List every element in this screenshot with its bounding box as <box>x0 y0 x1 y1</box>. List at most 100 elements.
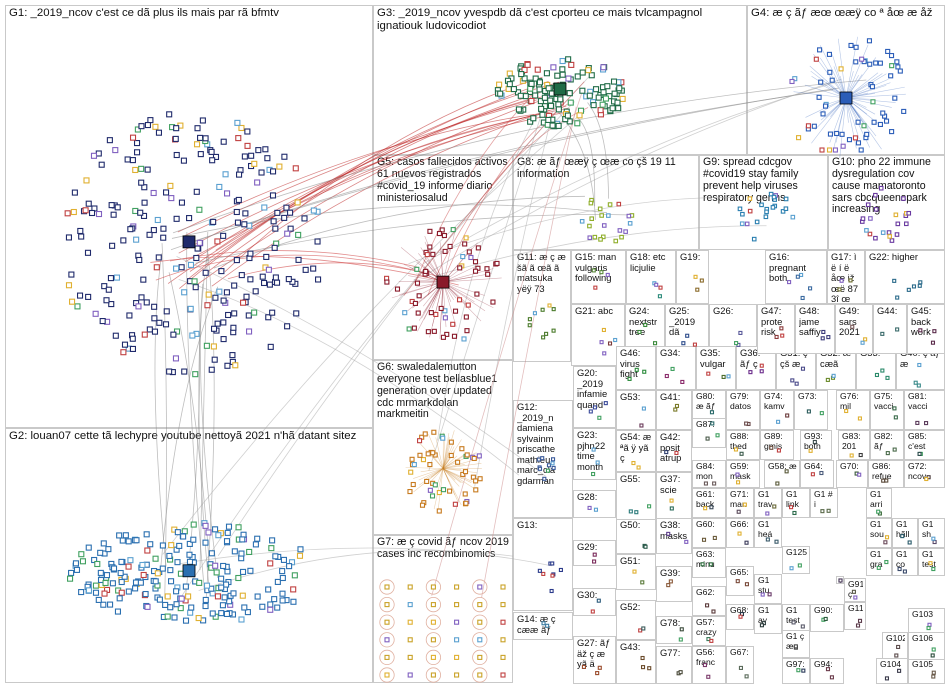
cluster-label: G66: <box>730 520 751 530</box>
cluster-label: G2: louan07 cette tã lechypre youtube ne… <box>9 430 370 443</box>
cluster-label: G88: thed <box>730 432 757 451</box>
cluster-label: G1 sh <box>922 520 942 539</box>
cluster-label: G49: sars 2021 <box>839 306 870 338</box>
cluster-box-g29: G29: <box>573 540 616 566</box>
cluster-label: G51: <box>620 556 653 567</box>
cluster-label: G89: gmis <box>764 432 791 451</box>
cluster-box-g86: G86: refue <box>868 460 904 488</box>
cluster-label: G25: _2019 dã <box>669 306 706 338</box>
cluster-box-g89: G89: gmis <box>760 430 794 460</box>
cluster-box-g56: G56: franc <box>692 646 726 684</box>
cluster-label: G87: <box>696 420 723 430</box>
cluster-box-g90: G90: <box>810 604 844 632</box>
cluster-label: G1 stu <box>758 576 779 595</box>
cluster-box-g91: G91: ç <box>844 578 866 602</box>
cluster-label: G30: <box>577 590 613 601</box>
cluster-box-g45: G45: back work <box>907 304 945 354</box>
cluster-box-g43: G43: <box>616 640 656 684</box>
cluster-box-g78: G78: <box>656 616 692 644</box>
cluster-label: G64: <box>804 462 831 472</box>
cluster-label: G12: _2019_n damiena sylvainm priscathe … <box>517 402 570 486</box>
cluster-box-g88: G88: thed <box>726 430 760 460</box>
cluster-box-g28: G28: <box>573 490 616 518</box>
cluster-label: G74: kamv <box>764 392 791 411</box>
cluster-label: G86: refue <box>872 462 901 481</box>
cluster-box-g1x7: G1 trav <box>754 488 782 518</box>
cluster-box-g76: G76: mil <box>836 390 870 430</box>
cluster-label: G44: <box>877 306 904 317</box>
cluster-label: G28: <box>577 492 613 503</box>
cluster-label: G1 trav <box>758 490 779 509</box>
cluster-label: G78: <box>660 618 689 629</box>
cluster-label: G57: crazy <box>696 618 723 637</box>
cluster-label: G102 <box>886 634 905 644</box>
cluster-box-g4: G4: æ ç ãƒ æœ œæÿ co ª åœ æ åž <box>747 5 945 155</box>
cluster-label: G1 hãll <box>896 520 915 539</box>
cluster-box-g84: G84: mon <box>692 460 726 488</box>
cluster-label: G54: æ ªã ÿ yã ç <box>620 432 653 464</box>
cluster-box-g61: G61: back <box>692 488 726 518</box>
cluster-label: G93: both <box>804 432 829 451</box>
cluster-box-g53: G53: <box>616 390 656 430</box>
cluster-label: G55: <box>620 474 653 485</box>
cluster-box-g6: G6: swaledalemutton everyone test bellas… <box>373 360 513 535</box>
cluster-box-g51: G51: <box>616 554 656 590</box>
cluster-label: G42: posit atrup <box>660 432 689 464</box>
cluster-label: G1 ay <box>758 606 779 625</box>
cluster-label: G106 <box>912 634 942 644</box>
cluster-label: G1 test <box>922 550 942 569</box>
cluster-box-g47: G47: prote risk <box>757 304 795 354</box>
cluster-label: G104 <box>880 660 905 670</box>
cluster-label: G63: minu <box>696 550 723 569</box>
cluster-box-g104: G104 <box>876 658 908 684</box>
cluster-box-g77: G77: <box>656 646 692 684</box>
cluster-box-g71: G71: man <box>726 488 754 518</box>
cluster-label: G1 co <box>896 550 915 569</box>
cluster-label: G26: <box>713 306 754 317</box>
cluster-label: G59: mask <box>730 462 757 481</box>
cluster-label: G105 <box>912 660 942 670</box>
cluster-label: G19: <box>680 252 706 263</box>
cluster-label: G29: <box>577 542 613 553</box>
cluster-box-g7: G7: æ ç covid ãƒ ncov 2019 cases inc rec… <box>373 535 513 683</box>
cluster-box-g68: G68: <box>726 604 754 630</box>
cluster-box-g85: G85: c'est <box>904 430 945 460</box>
cluster-label: G27: ãƒ äž ç æ yã ä <box>577 638 613 670</box>
cluster-label: G91: ç <box>848 580 863 599</box>
cluster-box-g30: G30: <box>573 588 616 616</box>
cluster-box-g1: G1: _2019_ncov c'est ce dã plus ils mais… <box>5 5 373 428</box>
cluster-label: G77: <box>660 648 689 659</box>
cluster-label: G41: <box>660 392 689 403</box>
cluster-label: G3: _2019_ncov yvespdb dã c'est cporteu … <box>377 7 744 33</box>
cluster-label: G35: vulgar <box>700 348 733 369</box>
cluster-label: G47: prote risk <box>761 306 792 338</box>
cluster-box-g49: G49: sars 2021 <box>835 304 873 354</box>
cluster-box-g46: G46: virus fight <box>616 346 656 390</box>
cluster-box-g1x8: G1 link <box>782 488 810 518</box>
cluster-label: G18: etc licjulie <box>630 252 673 273</box>
cluster-box-g94: G94: <box>810 658 844 684</box>
cluster-box-g1x12: G1 stu <box>754 574 782 604</box>
cluster-label: G37: scie <box>660 474 689 495</box>
cluster-label: G45: back work <box>911 306 942 338</box>
cluster-box-g3: G3: _2019_ncov yvespdb dã c'est cporteu … <box>373 5 747 155</box>
cluster-box-g73: G73: <box>794 390 828 430</box>
cluster-box-g111: G111 <box>844 602 866 630</box>
cluster-label: G103 <box>912 610 942 620</box>
cluster-box-g70: G70: <box>836 460 868 488</box>
cluster-label: G72: ncov <box>908 462 942 481</box>
cluster-label: G1: _2019_ncov c'est ce dã plus ils mais… <box>9 7 370 20</box>
cluster-label: G1 sou <box>870 520 889 539</box>
cluster-box-g79: G79: datos <box>726 390 760 430</box>
cluster-box-g42: G42: posit atrup <box>656 430 692 472</box>
cluster-label: G97: <box>786 660 807 670</box>
cluster-box-g9: G9: spread cdcgov #covid19 stay family p… <box>699 155 828 250</box>
cluster-box-g82: G82: ãƒ <box>870 430 904 460</box>
cluster-box-g15: G15: man vulgaris following <box>571 250 626 304</box>
cluster-label: G11: æ ç æ šã ã œã ã matsuka yëÿ 73 <box>517 252 568 294</box>
cluster-box-g48: G48: jame saffiy <box>795 304 835 354</box>
cluster-box-g64: G64: <box>800 460 834 488</box>
cluster-box-g81: G81: vacci <box>904 390 945 430</box>
cluster-box-g106: G106 <box>908 632 945 660</box>
cluster-label: G79: datos <box>730 392 757 411</box>
